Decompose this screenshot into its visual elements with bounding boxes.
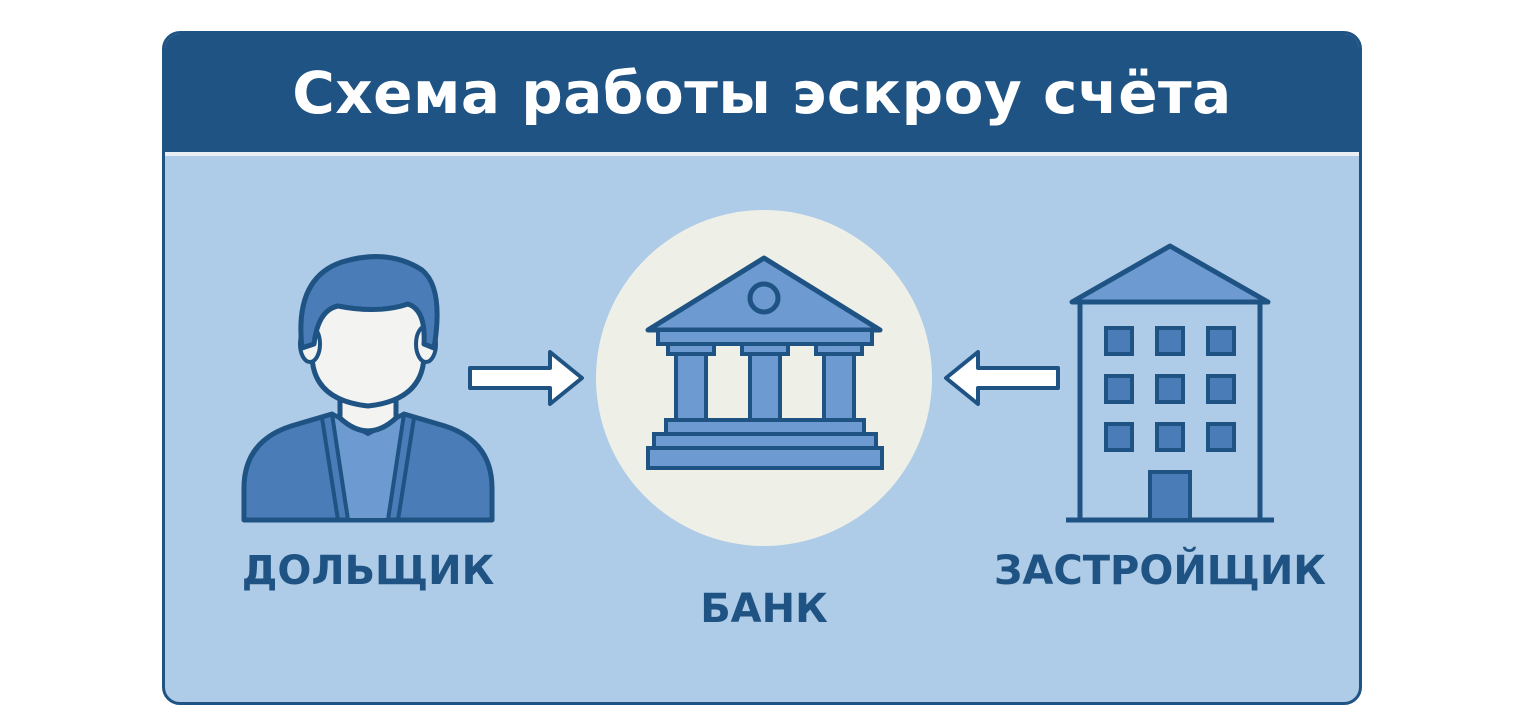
bank-icon <box>645 255 884 470</box>
node-label-bank: БАНК <box>700 586 828 632</box>
diagram-title: Схема работы эскроу счёта <box>292 59 1232 127</box>
arrow-right-icon <box>468 350 584 406</box>
building-icon <box>1066 243 1274 523</box>
node-label-shareholder: ДОЛЬЩИК <box>241 548 495 594</box>
arrow-left-icon <box>944 350 1060 406</box>
node-label-developer: ЗАСТРОЙЩИК <box>993 548 1326 594</box>
person-icon <box>241 254 495 523</box>
title-bar: Схема работы эскроу счёта <box>165 34 1359 156</box>
